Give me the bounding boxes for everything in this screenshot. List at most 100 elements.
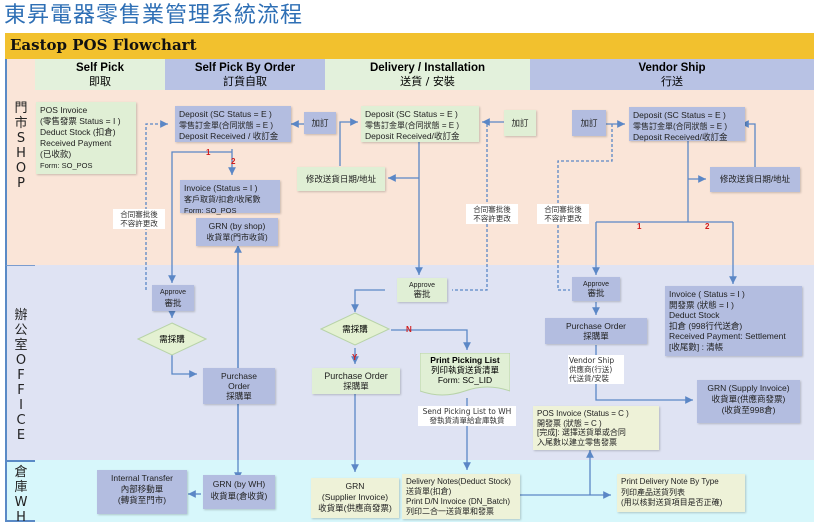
- node-line: Order: [228, 381, 250, 391]
- grn-by-warehouse[interactable]: GRN (by WH) 收貨單(倉收貨): [203, 475, 275, 509]
- deposit-vendor-ship[interactable]: Deposit (SC Status = E ) 零售訂金單(合同狀態 = E …: [629, 107, 745, 142]
- lane-char: H: [16, 146, 26, 161]
- lane-char: F: [17, 368, 25, 383]
- node-line: Invoice ( Status = I ): [669, 289, 745, 299]
- lane-label-office: 辦 公 室 O F F I C E: [5, 265, 35, 460]
- purchase-order-vendor-ship[interactable]: Purchase Order 採購單: [545, 318, 647, 344]
- node-line: 收貨單(門市收貨): [206, 233, 268, 242]
- node-line: Deduct Stock (扣倉): [40, 127, 116, 137]
- modify-delivery-date-address-vendor[interactable]: 修改送貨日期/地址: [710, 167, 800, 192]
- node-line: Deposit (SC Status = E ): [179, 109, 272, 119]
- delivery-notes[interactable]: Delivery Notes(Deduct Stock) 送貨單(扣倉) Pri…: [402, 474, 520, 519]
- lane-char: O: [15, 161, 27, 176]
- note-line: 供應商(行送): [569, 365, 613, 374]
- node-line: 開發票 (狀態 = C ): [537, 418, 602, 428]
- internal-transfer[interactable]: Internal Transfer 內部移動單 (轉貨至門市): [97, 470, 187, 514]
- grn-supply-invoice[interactable]: GRN (Supply Invoice) 收貨單(供應商發票) (收貨至998倉…: [697, 380, 800, 423]
- node-line: 列印產品送貨列表: [621, 487, 685, 497]
- note-line: Send Picking List to WH: [422, 407, 512, 416]
- node-line: 審批: [587, 288, 605, 298]
- node-line: 零售訂金單(合同狀態 = E ): [365, 121, 460, 130]
- node-line: (用以核對送貨項目是否正確): [621, 498, 723, 507]
- node-line: Form: SO_POS: [40, 161, 93, 170]
- node-line: Delivery Notes(Deduct Stock): [406, 477, 511, 486]
- add-order-self-pick-by-order[interactable]: 加訂: [304, 112, 336, 134]
- approve-vendor-ship[interactable]: Approve 審批: [572, 277, 620, 301]
- contract-locked-note: 合同審批後 不容許更改: [466, 204, 518, 224]
- modify-delivery-date-address[interactable]: 修改送貨日期/地址: [297, 167, 385, 191]
- document-shape: [420, 353, 510, 396]
- node-line: Form: SO_POS: [184, 206, 237, 215]
- note-line: 代送貨/安裝: [569, 374, 610, 383]
- invoice-self-pick-by-order[interactable]: Invoice (Status = I ) 客戶取貨/扣倉/收尾數 Form: …: [180, 180, 280, 215]
- purchase-order-self-pick-by-order[interactable]: Purchase Order 採購單: [203, 368, 275, 404]
- node-line: Form: SC_LID: [437, 375, 493, 385]
- note-line: 不容許更改: [120, 219, 158, 228]
- node-line: Purchase Order: [566, 321, 626, 331]
- lane-label-warehouse: 倉 庫 W H: [5, 460, 35, 525]
- lane-char: F: [17, 383, 25, 398]
- node-line: (Supplier Invoice): [321, 492, 389, 502]
- node-line: Deposit (SC Status = E ): [633, 110, 726, 120]
- contract-locked-note: 合同審批後 不容許更改: [537, 204, 589, 224]
- need-purchase-decision-1[interactable]: 需採購: [137, 322, 207, 356]
- node-line: 列印執貨送貨清單: [430, 365, 499, 375]
- branch-label-1: 1: [637, 222, 642, 231]
- lane-char: 倉: [14, 465, 28, 480]
- need-purchase-decision-2[interactable]: 需採購: [320, 312, 390, 346]
- column-header-self-pick: Self Pick 即取: [35, 59, 165, 90]
- deposit-self-pick-by-order[interactable]: Deposit (SC Status = E ) 零售訂金單(合同狀態 = E …: [175, 106, 291, 142]
- column-header-vendor-ship: Vendor Ship 行送: [530, 59, 814, 90]
- lane-char: H: [16, 510, 26, 525]
- note-line: Vendor Ship: [569, 356, 615, 365]
- node-line: [完成]: 選擇送貨單或合同: [537, 428, 626, 437]
- lane-char: E: [16, 428, 26, 443]
- purchase-order-delivery[interactable]: Purchase Order 採購單: [312, 368, 400, 394]
- add-order-vendor-ship[interactable]: 加訂: [572, 110, 606, 136]
- node-line: POS Invoice (Status = C ): [537, 409, 629, 418]
- approve-self-pick-by-order[interactable]: Approve 審批: [152, 285, 194, 311]
- lane-label-wh-text: 倉 庫 W H: [7, 465, 35, 525]
- lane-char: 室: [14, 338, 28, 353]
- pos-invoice-self-pick[interactable]: POS Invoice (零售發票 Status = I ) Deduct St…: [36, 102, 136, 174]
- lane-char: 庫: [14, 480, 28, 495]
- node-line: 零售訂金單(合同狀態 = E ): [633, 122, 728, 131]
- node-line: (收貨至998倉): [721, 405, 776, 415]
- pos-invoice-complete[interactable]: POS Invoice (Status = C ) 開發票 (狀態 = C ) …: [533, 406, 659, 450]
- grn-by-shop[interactable]: GRN (by shop) 收貨單(門市收貨): [196, 218, 278, 246]
- page-title: 東昇電器零售業管理系統流程: [4, 3, 304, 28]
- node-line: Received Payment: Settlement: [669, 331, 786, 341]
- node-line: 審批: [164, 298, 182, 308]
- grn-supplier-invoice[interactable]: GRN (Supplier Invoice) 收貨單(供應商發票): [311, 478, 399, 518]
- node-line: 採購單: [226, 391, 252, 401]
- node-line: Approve: [582, 281, 610, 288]
- node-line: Deposit Received/收訂金: [365, 131, 460, 141]
- node-line: Invoice (Status = I ): [184, 183, 258, 193]
- deposit-delivery[interactable]: Deposit (SC Status = E ) 零售訂金單(合同狀態 = E …: [361, 106, 479, 142]
- invoice-vendor-ship[interactable]: Invoice ( Status = I ) 開發票 (狀態 = I ) Ded…: [665, 286, 802, 356]
- lane-char: W: [14, 495, 28, 510]
- print-delivery-note-by-type[interactable]: Print Delivery Note By Type 列印產品送貨列表 (用以…: [617, 474, 745, 512]
- note-line: 合同審批後: [120, 210, 158, 219]
- node-line: 送貨單(扣倉): [406, 487, 452, 496]
- node-line: 入尾數以建立零售發票: [537, 437, 617, 447]
- print-picking-list[interactable]: Print Picking List 列印執貨送貨清單 Form: SC_LID: [420, 353, 510, 398]
- column-title-en: Delivery / Installation: [369, 62, 486, 74]
- vendor-ship-note: Vendor Ship 供應商(行送) 代送貨/安裝: [568, 355, 624, 384]
- node-line: Deposit (SC Status = E ): [365, 109, 458, 119]
- node-line: Purchase: [221, 371, 257, 381]
- lane-char: 市: [14, 116, 28, 131]
- column-header-self-pick-by-order: Self Pick By Order 訂貨自取: [165, 59, 325, 90]
- node-line: (零售發票 Status = I ): [40, 116, 121, 126]
- node-line: Received Payment: [40, 138, 112, 148]
- approve-delivery[interactable]: Approve 審批: [397, 278, 447, 302]
- node-line: (已收款): [40, 149, 72, 159]
- node-line: 收貨單(倉收貨): [210, 491, 268, 501]
- add-order-delivery[interactable]: 加訂: [504, 110, 536, 136]
- node-line: Print D/N Invoice (DN_Batch): [406, 497, 511, 506]
- print-picking-text: Print Picking List 列印執貨送貨清單 Form: SC_LID: [420, 355, 510, 385]
- column-title-en: Self Pick By Order: [194, 62, 296, 74]
- lane-char: S: [16, 131, 26, 146]
- node-line: GRN (by WH): [212, 479, 266, 489]
- lane-char: I: [19, 398, 23, 413]
